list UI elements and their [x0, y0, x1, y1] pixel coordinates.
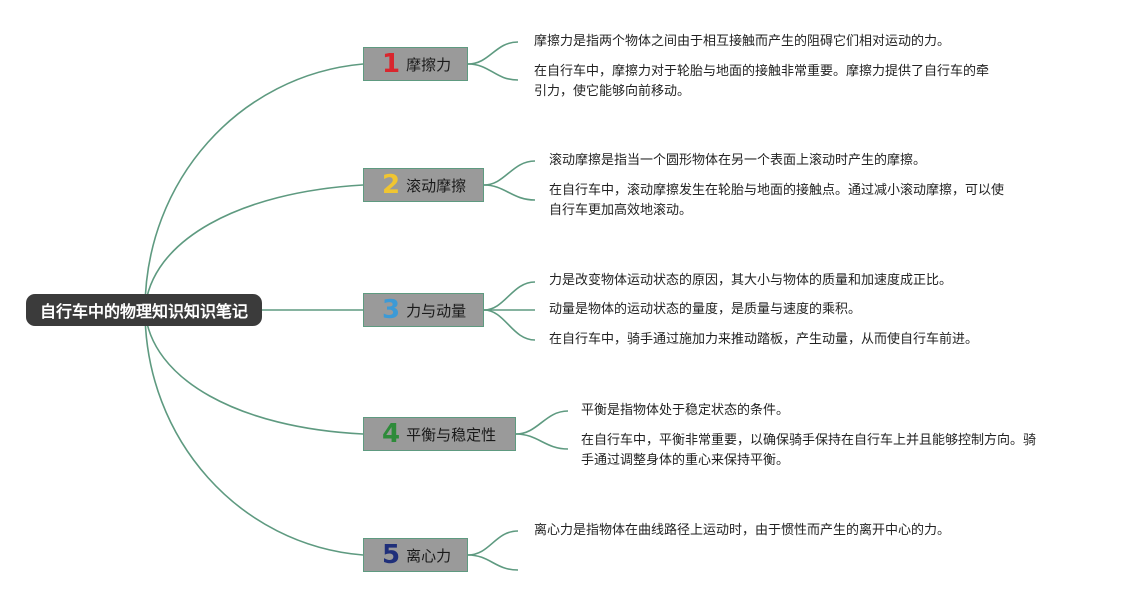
branch-number-2: 2 — [382, 170, 401, 200]
root-label: 自行车中的物理知识知识笔记 — [39, 302, 248, 321]
branch-number-3: 3 — [382, 295, 401, 325]
branch-number-4: 4 — [382, 419, 401, 449]
leaf-note: 在自行车中，滚动摩擦发生在轮胎与地面的接触点。通过减小滚动摩擦，可以使 — [549, 183, 1005, 198]
branch-label-2: 滚动摩擦 — [406, 176, 467, 195]
connector-branch-1-leaf-2 — [467, 63, 519, 81]
connector-branch-1-leaf-1 — [467, 41, 519, 65]
leaf-note: 引力，使它能够向前移动。 — [534, 84, 691, 99]
branch-node-5[interactable]: 5 离心力 — [363, 538, 468, 572]
leaf-note: 手通过调整身体的重心来保持平衡。 — [581, 453, 790, 468]
connector-root-branch-2 — [144, 184, 364, 311]
leaf-note: 动量是物体的运动状态的量度，是质量与速度的乘积。 — [549, 302, 862, 317]
connector-branch-3-leaf-1 — [483, 281, 536, 311]
branch-label-1: 摩擦力 — [406, 55, 452, 74]
branch-node-4[interactable]: 4 平衡与稳定性 — [363, 417, 516, 451]
branch-node-1[interactable]: 1 摩擦力 — [363, 47, 468, 81]
connector-root-branch-5 — [144, 309, 364, 556]
leaf-note: 摩擦力是指两个物体之间由于相互接触而产生的阻碍它们相对运动的力。 — [534, 34, 951, 49]
branch-label-5: 离心力 — [406, 546, 452, 565]
leaf-note: 在自行车中，平衡非常重要，以确保骑手保持在自行车上并且能够控制方向。骑 — [581, 433, 1037, 448]
branch-label-4: 平衡与稳定性 — [406, 425, 497, 444]
leaf-note: 在自行车中，摩擦力对于轮胎与地面的接触非常重要。摩擦力提供了自行车的牵 — [534, 64, 990, 79]
branch-number-1: 1 — [382, 49, 401, 79]
connector-branch-5-leaf-2 — [467, 554, 519, 571]
root-node[interactable]: 自行车中的物理知识知识笔记 — [26, 294, 262, 326]
branch-label-3: 力与动量 — [406, 301, 467, 320]
connector-root-branch-4 — [144, 309, 364, 435]
connector-root-branch-1 — [144, 63, 364, 311]
leaf-note: 力是改变物体运动状态的原因，其大小与物体的质量和加速度成正比。 — [549, 273, 953, 288]
leaf-note: 离心力是指物体在曲线路径上运动时，由于惯性而产生的离开中心的力。 — [534, 523, 951, 538]
connector-branch-5-leaf-1 — [467, 530, 519, 556]
connector-branch-4-leaf-2 — [515, 433, 569, 450]
branch-node-2[interactable]: 2 滚动摩擦 — [363, 168, 484, 202]
branch-node-3[interactable]: 3 力与动量 — [363, 293, 484, 327]
connector-branch-2-leaf-1 — [483, 160, 536, 186]
connector-branch-3-leaf-3 — [483, 309, 536, 341]
branch-number-5: 5 — [382, 540, 401, 570]
leaf-note: 滚动摩擦是指当一个圆形物体在另一个表面上滚动时产生的摩擦。 — [549, 153, 927, 168]
connector-branch-4-leaf-1 — [515, 410, 569, 435]
leaf-note: 平衡是指物体处于稳定状态的条件。 — [581, 403, 790, 418]
leaf-note: 在自行车中，骑手通过施加力来推动踏板，产生动量，从而使自行车前进。 — [549, 332, 979, 347]
leaf-note: 自行车更加高效地滚动。 — [549, 203, 693, 218]
connector-branch-2-leaf-2 — [483, 184, 536, 201]
